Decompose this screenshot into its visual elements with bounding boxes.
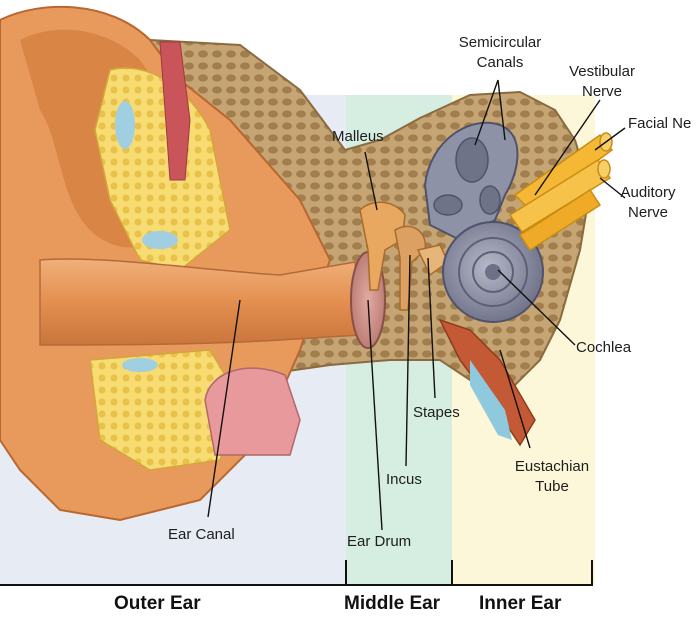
nerve-bundle bbox=[508, 132, 614, 252]
canal-loop bbox=[433, 194, 463, 216]
label-line: Auditory bbox=[620, 184, 676, 201]
ear-canal-tube bbox=[39, 258, 361, 346]
label-line: Nerve bbox=[627, 204, 668, 221]
section-outer-ear: Outer Ear bbox=[114, 593, 201, 614]
cochlea-turn bbox=[485, 264, 501, 280]
leader-lines bbox=[207, 79, 626, 531]
label-line: Nerve bbox=[581, 83, 622, 100]
cartilage-gap bbox=[122, 358, 158, 372]
label-cochlea: Cochlea bbox=[576, 339, 632, 356]
label-ear-drum: Ear Drum bbox=[347, 533, 412, 550]
label-auditory-nerve: Auditory Nerve bbox=[608, 183, 688, 223]
label-vestibular-nerve: Vestibular Nerve bbox=[560, 62, 644, 102]
section-brackets bbox=[0, 560, 593, 586]
cartilage-lower bbox=[89, 349, 241, 471]
eustachian-tube-shape bbox=[470, 360, 512, 440]
malleus-bone bbox=[359, 201, 406, 291]
canal-loop bbox=[455, 137, 489, 183]
section-inner-ear: Inner Ear bbox=[479, 593, 562, 614]
label-ear-canal: Ear Canal bbox=[168, 526, 235, 543]
section-middle-ear: Middle Ear bbox=[344, 593, 441, 614]
label-facial-nerve: Facial Ne bbox=[628, 115, 692, 132]
gland bbox=[204, 367, 301, 456]
label-eustachian-tube: Eustachian Tube bbox=[502, 457, 602, 497]
label-stapes: Stapes bbox=[413, 404, 460, 421]
eustachian-tube-shape bbox=[438, 318, 536, 447]
canal-loop bbox=[479, 185, 501, 215]
cartilage-gap bbox=[115, 101, 135, 149]
label-incus: Incus bbox=[386, 471, 422, 488]
cochlea-turn bbox=[458, 237, 528, 307]
label-line: Canals bbox=[476, 54, 524, 71]
cartilage-gap bbox=[142, 231, 178, 249]
label-malleus: Malleus bbox=[332, 128, 384, 145]
label-line: Tube bbox=[535, 478, 569, 495]
cochlea-turn bbox=[472, 251, 514, 293]
label-line: Semicircular bbox=[458, 34, 542, 51]
label-semicircular-canals: Semicircular Canals bbox=[447, 33, 553, 73]
label-line: Vestibular bbox=[569, 63, 635, 80]
label-line: Eustachian bbox=[514, 458, 590, 475]
auricular-muscle bbox=[159, 41, 191, 181]
